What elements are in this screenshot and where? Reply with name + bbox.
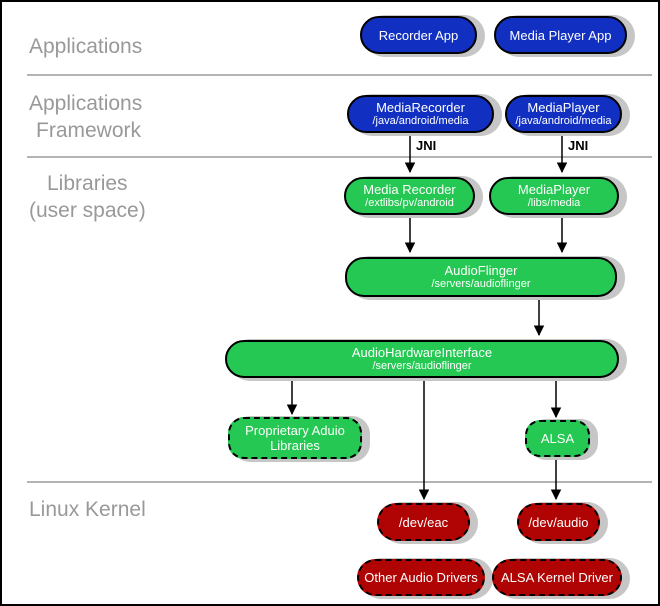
node-title: MediaRecorder bbox=[376, 100, 465, 115]
node-title: /dev/eac bbox=[398, 514, 449, 530]
node-mediaplayer-lib: MediaPlayer /libs/media bbox=[489, 177, 619, 215]
node-path: /servers/audioflinger bbox=[372, 360, 472, 372]
node-title: Other Audio Drivers bbox=[364, 570, 478, 585]
node-mediaplayer-framework: MediaPlayer /java/android/media bbox=[505, 95, 622, 133]
section-label-linux-kernel: Linux Kernel bbox=[29, 498, 146, 521]
node-title: ALSA bbox=[540, 431, 575, 446]
node-title: Recorder App bbox=[378, 27, 459, 43]
node-path: /libs/media bbox=[527, 197, 581, 209]
node-path: /java/android/media bbox=[372, 115, 469, 127]
node-title: Proprietary Aduio Libraries bbox=[245, 423, 345, 453]
section-label-line: Framework bbox=[36, 119, 142, 142]
node-recorder-app: Recorder App bbox=[360, 16, 477, 54]
jni-label-right: JNI bbox=[568, 138, 589, 153]
section-label-libraries: Libraries (user space) bbox=[29, 170, 146, 224]
node-path: /java/android/media bbox=[515, 115, 612, 127]
node-title: /dev/audio bbox=[528, 514, 589, 530]
node-media-player-app: Media Player App bbox=[494, 16, 627, 54]
node-proprietary-audio-libraries: Proprietary Aduio Libraries bbox=[228, 417, 362, 459]
node-title: MediaPlayer bbox=[517, 182, 591, 197]
node-path: /extlibs/pv/android bbox=[365, 197, 454, 209]
node-mediarecorder-framework: MediaRecorder /java/android/media bbox=[347, 95, 494, 133]
node-audioflinger: AudioFlinger /servers/audioflinger bbox=[345, 257, 617, 297]
node-title: AudioFlinger bbox=[444, 263, 518, 278]
node-alsa: ALSA bbox=[525, 420, 590, 457]
node-audio-hardware-interface: AudioHardwareInterface /servers/audiofli… bbox=[225, 340, 619, 378]
node-title: ALSA Kernel Driver bbox=[501, 570, 613, 585]
jni-label-left: JNI bbox=[416, 138, 437, 153]
section-label-line: (user space) bbox=[29, 199, 146, 222]
node-title: MediaPlayer bbox=[527, 100, 600, 115]
section-label-line: Libraries bbox=[47, 172, 128, 195]
node-title: Media Recorder bbox=[363, 182, 456, 197]
node-title: AudioHardwareInterface bbox=[351, 345, 493, 360]
node-other-audio-drivers: Other Audio Drivers bbox=[357, 559, 485, 596]
section-label-applications: Applications bbox=[29, 35, 143, 58]
node-path: /servers/audioflinger bbox=[431, 278, 531, 290]
node-title: Media Player App bbox=[509, 27, 612, 43]
section-label-applications-framework: Applications Framework bbox=[29, 90, 142, 144]
node-alsa-kernel-driver: ALSA Kernel Driver bbox=[492, 559, 622, 596]
node-dev-eac: /dev/eac bbox=[377, 503, 470, 541]
node-media-recorder-lib: Media Recorder /extlibs/pv/android bbox=[344, 177, 475, 215]
node-dev-audio: /dev/audio bbox=[517, 503, 600, 541]
section-label-line: Applications bbox=[29, 92, 143, 115]
